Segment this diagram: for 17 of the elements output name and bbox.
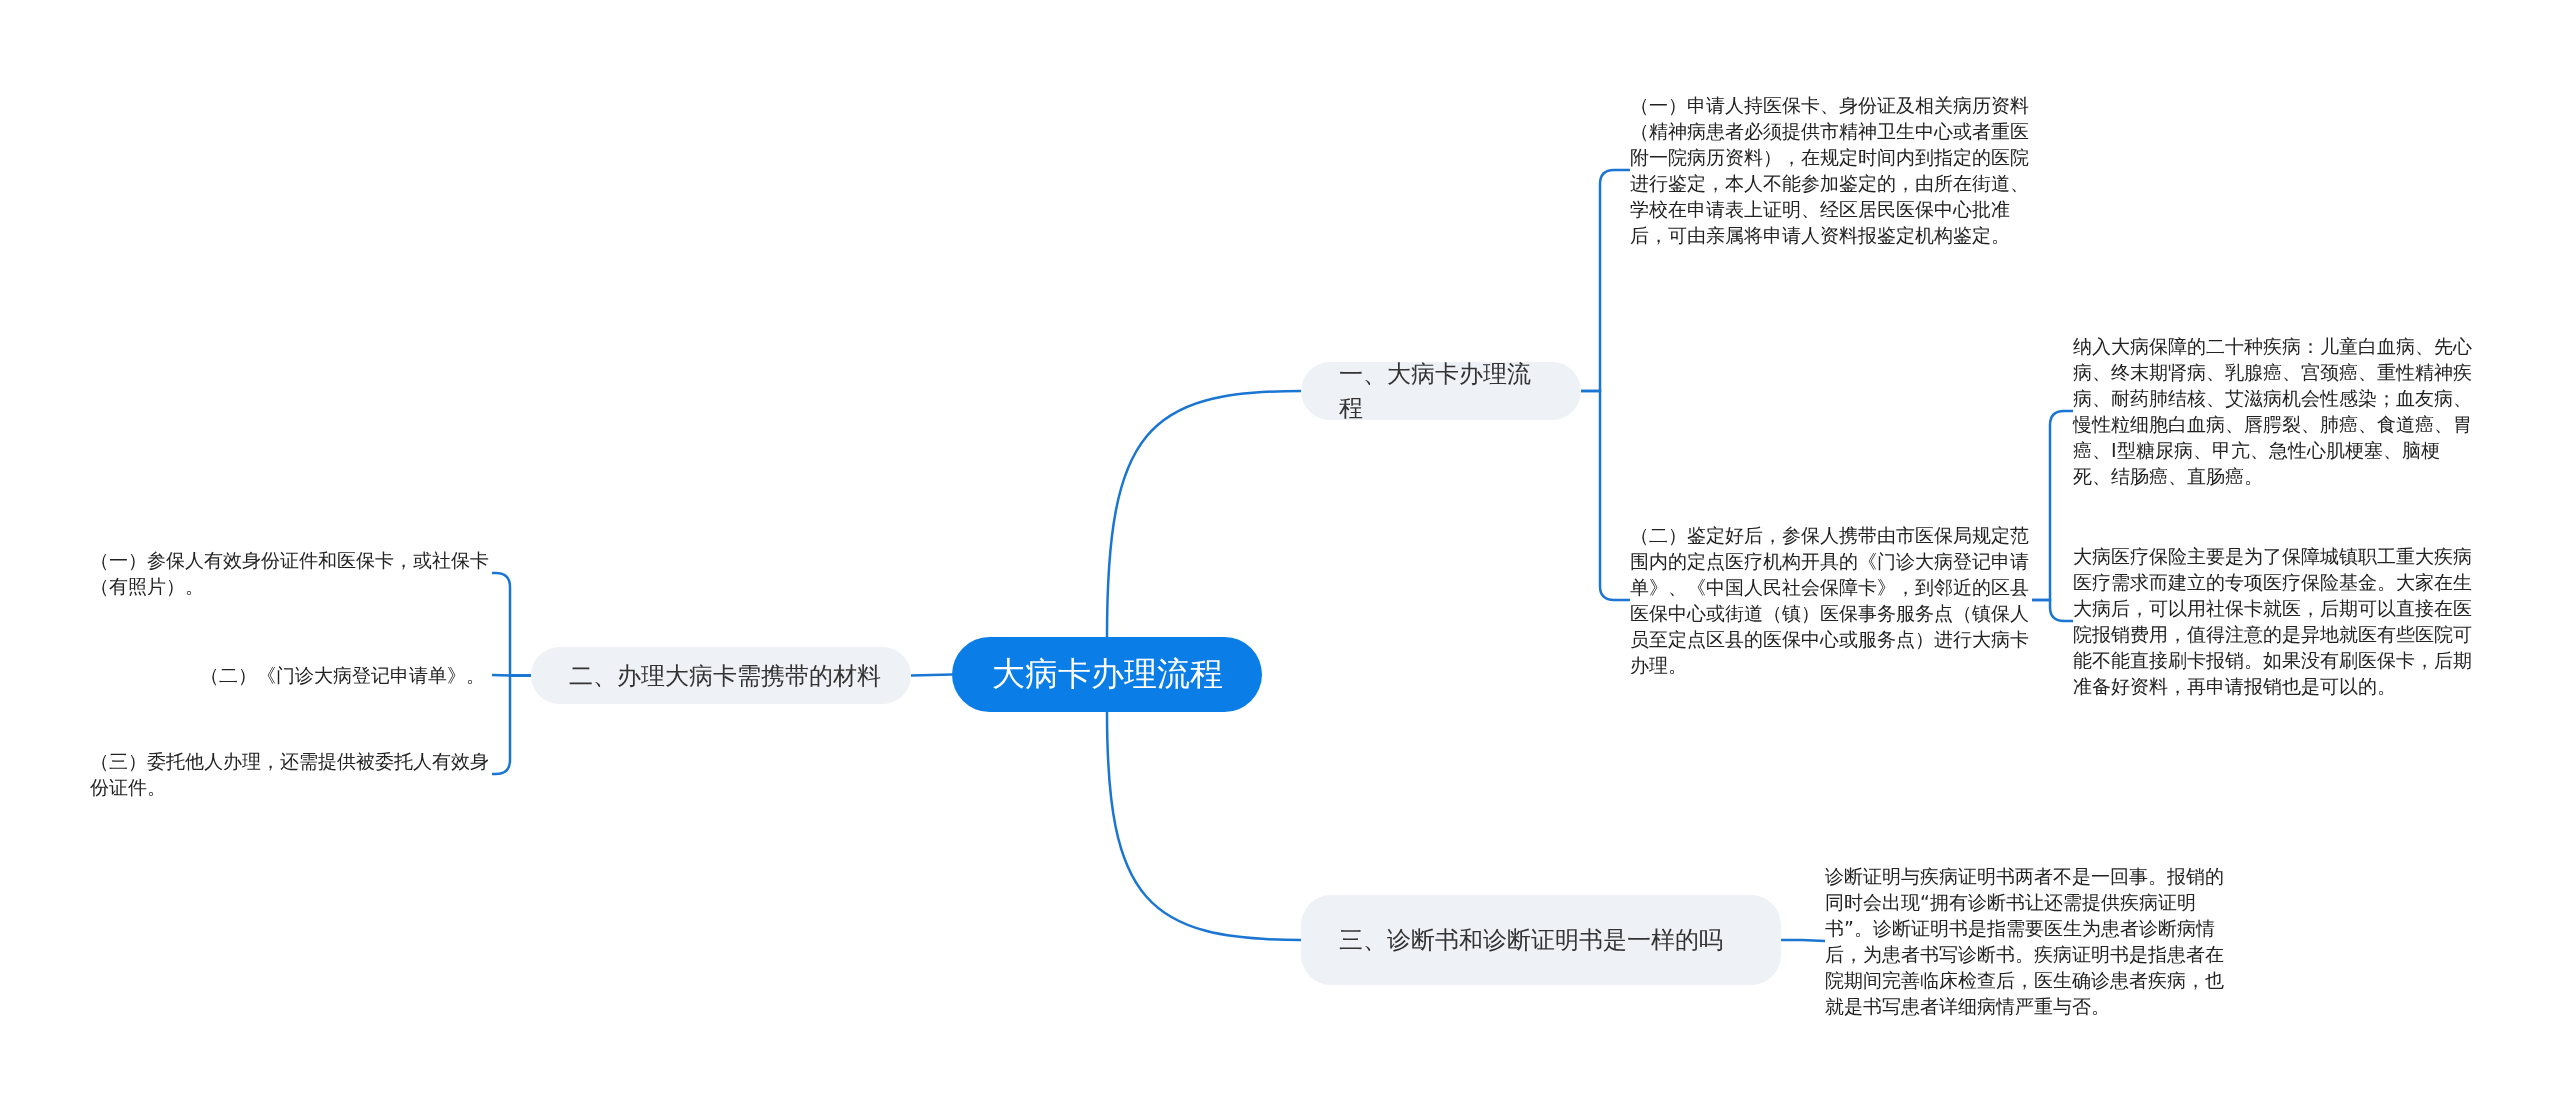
connector-line [1105,711,1302,942]
note-text: 纳入大病保障的二十种疾病：儿童白血病、先心病、终末期肾病、乳腺癌、宫颈癌、重性精神疾病、耐药肺结核、艾滋病机会性感染；血友病、慢性粒细胞白血病、唇腭裂、肺癌、食道癌、胃癌、Ⅰ型糖尿病、甲亢、急性心肌梗塞、脑梗死、结肠癌、直肠癌。 [2073,334,2473,489]
note-text: （二）鉴定好后，参保人携带由市医保局规定范围内的定点医疗机构开具的《门诊大病登记申请单》、《中国人民社会保障卡》，到邻近的区县医保中心或街道（镇）医保事务服务点（镇保人员至定点区县的医保中心或服务点）进行大病卡办理。 [1630,523,2030,678]
central-topic: 大病卡办理流程 [952,637,1262,712]
connector-line [2032,598,2073,623]
connector-line [910,673,953,677]
note-text: （三）委托他人办理，还需提供被委托人有效身份证件。 [90,749,490,800]
note-text: 大病医疗保险主要是为了保障城镇职工重大疾病医疗需求而建立的专项医疗保险基金。大家在生大病后，可以用社保卡就医，后期可以直接在医院报销费用，值得注意的是异地就医有些医院可能不能直接刷卡报销。如果没有刷医保卡，后期准备好资料，再申请报销也是可以的。 [2073,544,2473,699]
connector-line [1781,938,1826,943]
note-text: 诊断证明与疾病证明书两者不是一回事。报销的同时会出现“拥有诊断书让还需提供疾病证明书”。诊断证明书是指需要医生为患者诊断病情后，为患者书写诊断书。疾病证明书是指患者在院期间完善临床检查后，医生确诊患者疾病，也就是书写患者详细病情严重与否。 [1825,864,2225,1019]
note-text: （二）《门诊大病登记申请单》。 [200,663,486,688]
branch-topic: 三、诊断书和诊断证明书是一样的吗 [1301,895,1781,985]
note-text: （一）参保人有效身份证件和医保卡，或社保卡（有照片）。 [90,548,490,599]
connector-line [1105,389,1302,638]
branch-topic: 二、办理大病卡需携带的材料 [531,647,911,704]
note-text: （一）申请人持医保卡、身份证及相关病历资料（精神病患者必须提供市精神卫生中心或者重医附一院病历资料），在规定时间内到指定的医院进行鉴定，本人不能参加鉴定的，由所在街道、学校在申请表上证明、经区居民医保中心批准后，可由亲属将申请人资料报鉴定机构鉴定。 [1630,93,2030,248]
branch-topic: 一、大病卡办理流程 [1301,362,1581,420]
